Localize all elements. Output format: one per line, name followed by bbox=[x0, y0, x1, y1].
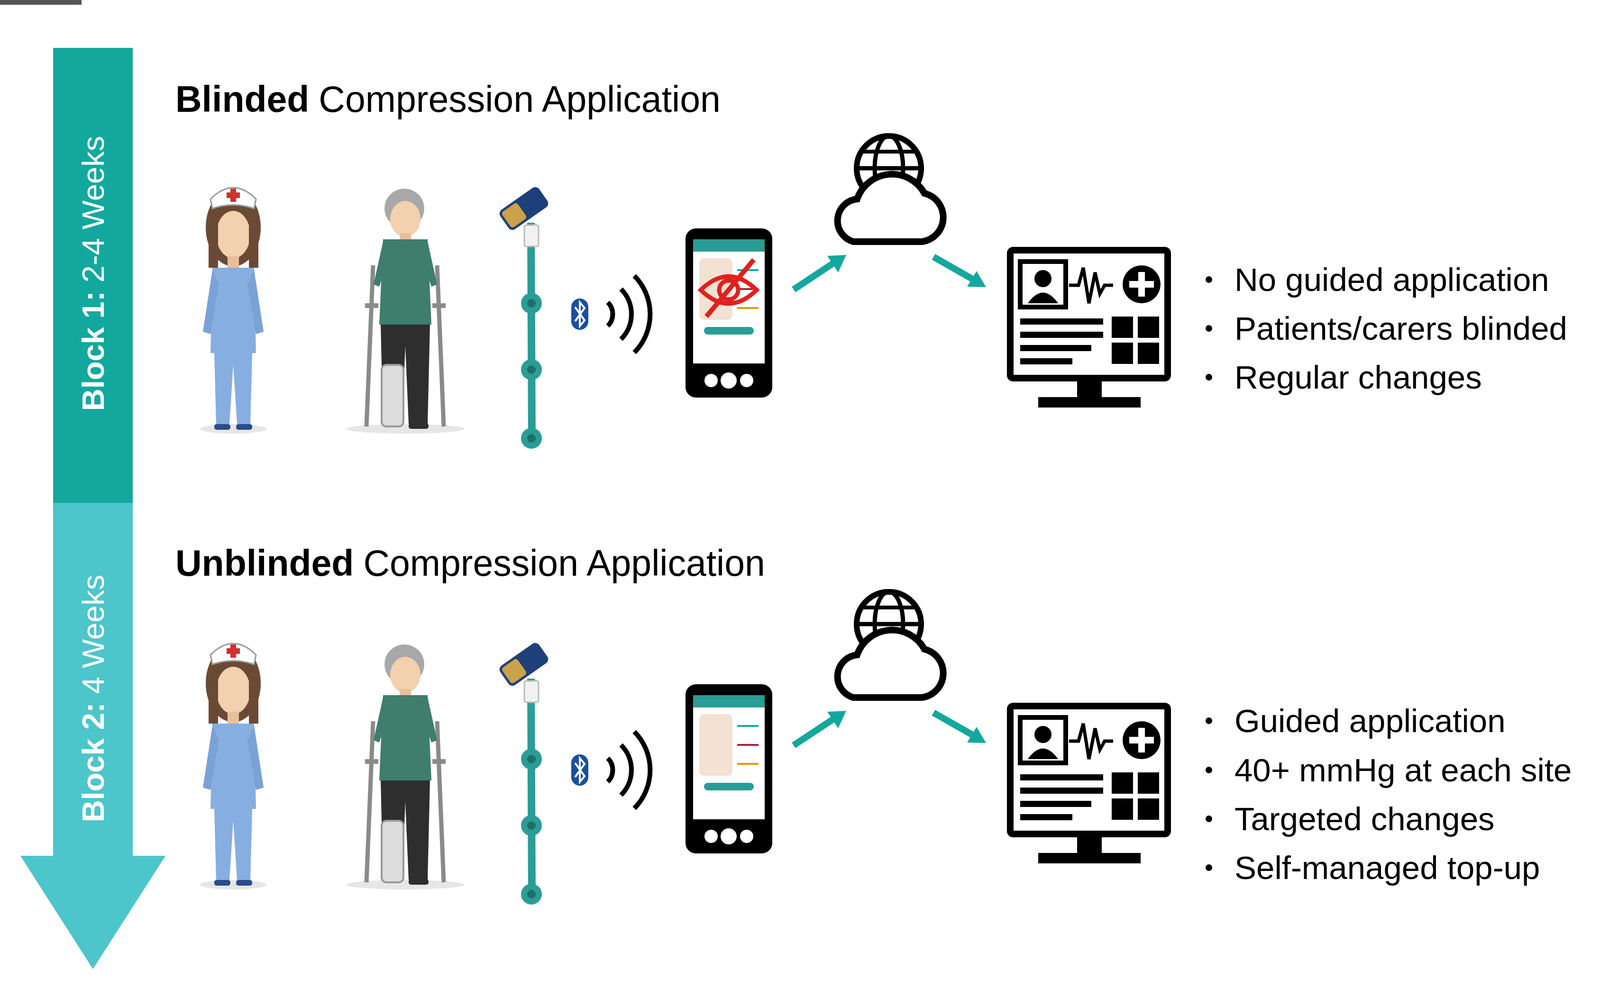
bullet-dot bbox=[1205, 717, 1213, 725]
corner-rule bbox=[0, 0, 82, 5]
bullet-text: Self-managed top-up bbox=[1234, 849, 1540, 887]
band-label: Block 1: 2-4 Weeks bbox=[75, 136, 111, 412]
bullet-text: Guided application bbox=[1234, 702, 1506, 741]
block2-illustration bbox=[200, 592, 1168, 906]
blinded-eye-icon bbox=[700, 259, 757, 317]
bullet-dot bbox=[1205, 815, 1213, 823]
block-name: Block 2: bbox=[75, 703, 111, 823]
heading-keyword: Unblinded bbox=[175, 542, 354, 584]
block-duration: 4 Weeks bbox=[75, 575, 111, 695]
bullet-text: Targeted changes bbox=[1234, 800, 1495, 839]
bullet-dot bbox=[1205, 276, 1213, 284]
bullet-dot bbox=[1205, 864, 1213, 872]
heading-text: Compression Application bbox=[318, 78, 721, 120]
bullet-dot bbox=[1205, 374, 1213, 381]
bullet-dot bbox=[1205, 325, 1213, 332]
bullet-text: Patients/carers blinded bbox=[1234, 310, 1568, 348]
bullet-dot bbox=[1205, 767, 1213, 774]
bullet-text: No guided application bbox=[1234, 261, 1550, 299]
block-heading: UnblindedCompression Application bbox=[175, 542, 766, 585]
heading-keyword: Blinded bbox=[175, 78, 310, 120]
timeline-arrowhead bbox=[20, 856, 166, 970]
timeline-band: Block 1: 2-4 Weeks bbox=[53, 47, 133, 503]
timeline-band: Block 2: 4 Weeks bbox=[53, 502, 133, 858]
bullet-text: Regular changes bbox=[1234, 358, 1482, 397]
block1-illustration bbox=[200, 136, 1168, 449]
block-name: Block 1: bbox=[75, 291, 111, 412]
heading-text: Compression Application bbox=[363, 542, 765, 584]
bullet-text: 40+ mmHg at each site bbox=[1234, 751, 1572, 790]
block-duration: 2-4 Weeks bbox=[75, 136, 111, 283]
band-label: Block 2: 4 Weeks bbox=[75, 575, 111, 823]
block-heading: BlindedCompression Application bbox=[175, 78, 721, 121]
